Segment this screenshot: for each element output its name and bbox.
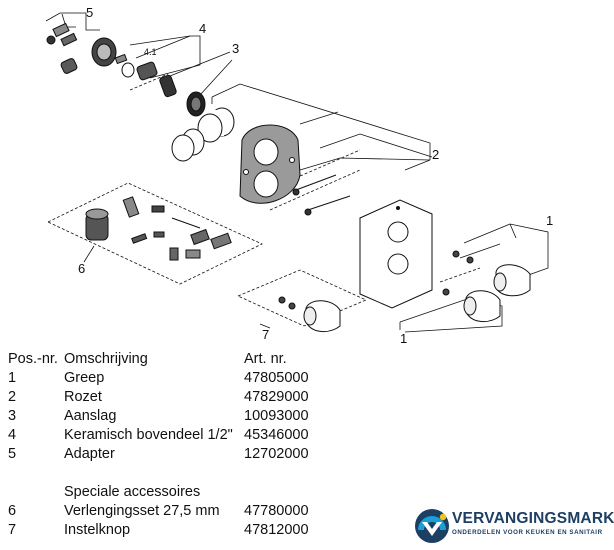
callout-4: 4 [199, 21, 207, 36]
row-desc: Aanslag [64, 408, 117, 424]
row-desc: Adapter [64, 446, 115, 462]
row-art: 47812000 [244, 522, 309, 538]
vervangingsmarkt-logo: VERVANGINGSMARKT ONDERDELEN VOOR KEUKEN … [412, 505, 614, 547]
mounting-plate [239, 124, 301, 204]
logo-brand: VERVANGINGSMARKT [452, 510, 614, 527]
handles [442, 250, 531, 322]
row-pos: 3 [8, 408, 17, 424]
stop-ring [159, 74, 206, 117]
adjusting-knob [278, 296, 341, 332]
row-pos: 1 [8, 370, 17, 386]
table-row: 6 Verlengingsset 27,5 mm 47780000 [8, 502, 614, 521]
row-art: 47805000 [244, 370, 309, 386]
row-pos: 2 [8, 389, 17, 405]
row-art: 45346000 [244, 427, 309, 443]
callout-1-lower: 1 [400, 331, 408, 346]
row-desc: Verlengingsset 27,5 mm [64, 503, 220, 519]
rozet-plate [359, 199, 433, 309]
row-art: 12702000 [244, 446, 309, 462]
row-art: 10093000 [244, 408, 309, 424]
header-art: Art. nr. [244, 351, 287, 367]
accessory-box-7 [237, 269, 367, 327]
callout-7: 7 [262, 327, 270, 342]
row-pos: 4 [8, 427, 17, 443]
row-pos: 5 [8, 446, 17, 462]
callout-2: 2 [432, 147, 440, 162]
row-pos: 6 [8, 503, 17, 519]
accessory-box-6 [47, 182, 263, 285]
row-desc: Greep [64, 370, 105, 386]
table-row: 3 Aanslag 10093000 [8, 407, 614, 426]
callout-lines-4 [129, 35, 201, 79]
header-desc: Omschrijving [64, 351, 148, 367]
ceramic-headpart [91, 37, 158, 81]
table-row: 4 Keramisch bovendeel 1/2" 45346000 [8, 426, 614, 445]
table-row: 5 Adapter 12702000 [8, 445, 614, 464]
row-art: 47829000 [244, 389, 309, 405]
row-desc: Instelknop [64, 522, 131, 538]
callout-3: 3 [232, 41, 240, 56]
callout-lines-1-upper [459, 223, 549, 287]
sleeves [171, 107, 235, 162]
callout-5: 5 [86, 5, 94, 20]
callout-4-1: 4.1 [144, 47, 157, 57]
row-pos: 7 [8, 522, 17, 538]
row-desc: Keramisch bovendeel 1/2" [64, 427, 233, 443]
table-row: 7 Instelknop 47812000 [8, 521, 614, 540]
table-header: Pos.-nr. Omschrijving Art. nr. [8, 350, 614, 369]
exploded-parts-diagram [45, 12, 549, 333]
row-desc: Rozet [64, 389, 102, 405]
section-heading: Speciale accessoires [8, 483, 614, 502]
extension-set [85, 196, 232, 261]
logo-tagline: ONDERDELEN VOOR KEUKEN EN SANITAIR [452, 529, 603, 536]
table-row: 2 Rozet 47829000 [8, 388, 614, 407]
adapter-part [46, 22, 78, 74]
section-title: Speciale accessoires [64, 484, 201, 500]
callout-6: 6 [78, 261, 86, 276]
logo-mark-icon [415, 509, 449, 543]
table-row: 1 Greep 47805000 [8, 369, 614, 388]
screws [292, 174, 351, 216]
callout-lines-2 [211, 83, 433, 171]
callout-1-upper: 1 [546, 213, 554, 228]
row-art: 47780000 [244, 503, 309, 519]
callout-lines-1-lower [399, 297, 503, 333]
header-pos: Pos.-nr. [8, 351, 58, 367]
callout-lines-3 [159, 51, 233, 96]
